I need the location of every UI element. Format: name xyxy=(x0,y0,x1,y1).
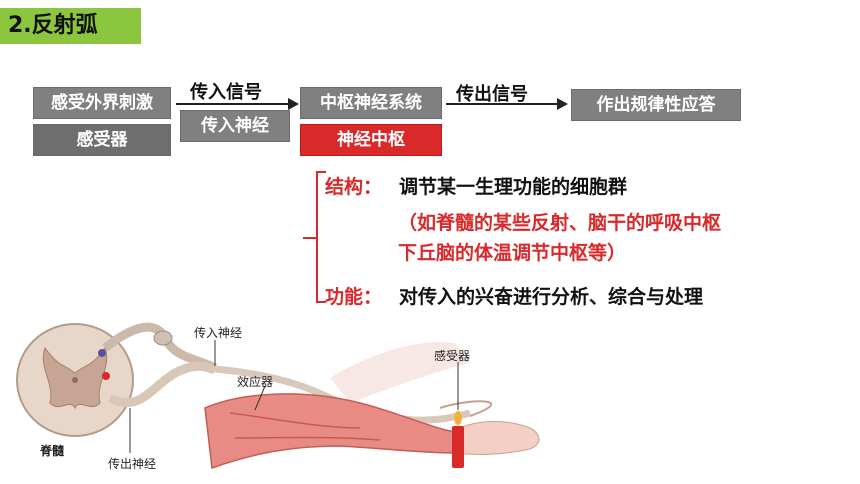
stimulus-box: 感受外界刺激 xyxy=(33,87,171,119)
hand xyxy=(454,421,540,455)
finger xyxy=(439,400,493,417)
spinal-neuron-dot xyxy=(102,372,110,380)
receptor-label: 感受器 xyxy=(76,130,128,150)
detail-bracket xyxy=(316,171,318,303)
cns-box: 中枢神经系统 xyxy=(300,87,442,119)
illus-receptor-label: 感受器 xyxy=(434,349,471,363)
afferent-nerve-box: 传入神经 xyxy=(180,110,290,142)
faded-arm xyxy=(330,342,470,403)
structure-label: 结构： xyxy=(325,176,383,198)
illus-afferent-nerve-label: 传入神经 xyxy=(194,326,243,340)
stimulus-label: 感受外界刺激 xyxy=(51,93,153,113)
afferent-signal-label: 传入信号 xyxy=(190,82,262,103)
bracket-bottom xyxy=(316,301,326,303)
forearm-muscle xyxy=(204,393,461,470)
example-line-2: 下丘脑的体温调节中枢等） xyxy=(398,242,627,264)
efferent-arrow-head xyxy=(557,98,568,110)
central-canal xyxy=(72,377,78,383)
example-line-1: （如脊髓的某些反射、脑干的呼吸中枢 xyxy=(398,212,722,234)
cns-label: 中枢神经系统 xyxy=(320,93,422,113)
candle-flame xyxy=(454,411,462,425)
leader-effector xyxy=(254,385,266,411)
response-box: 作出规律性应答 xyxy=(571,89,741,121)
illus-spinal-cord-label: 脊髓 xyxy=(40,444,65,458)
function-text: 对传入的兴奋进行分析、综合与处理 xyxy=(399,286,704,308)
reflex-arc-illustration xyxy=(16,322,540,470)
sensory-neuron-dot xyxy=(98,349,106,357)
muscle-striation xyxy=(229,412,361,429)
candle xyxy=(452,426,464,468)
illus-efferent-nerve-label: 传出神经 xyxy=(108,457,157,471)
dorsal-ganglion xyxy=(153,330,173,346)
nerve-center-box: 神经中枢 xyxy=(300,124,442,156)
bracket-top xyxy=(316,171,326,173)
ventral-root xyxy=(107,361,217,408)
afferent-nerve-label: 传入神经 xyxy=(201,116,269,136)
response-label: 作出规律性应答 xyxy=(596,95,716,115)
bracket-middle xyxy=(303,237,317,239)
afferent-arrow-head xyxy=(288,98,299,110)
page-title: 2.反射弧 xyxy=(0,8,141,44)
structure-text: 调节某一生理功能的细胞群 xyxy=(399,176,628,198)
muscle-striation-2 xyxy=(234,436,381,441)
afferent-arrow-line xyxy=(176,103,288,105)
receptor-box: 感受器 xyxy=(33,124,171,156)
nerve-center-label: 神经中枢 xyxy=(337,130,405,150)
efferent-signal-label: 传出信号 xyxy=(456,84,528,105)
efferent-arrow-line xyxy=(446,103,557,105)
function-label: 功能： xyxy=(325,286,383,308)
illus-effector-label: 效应器 xyxy=(237,375,274,389)
